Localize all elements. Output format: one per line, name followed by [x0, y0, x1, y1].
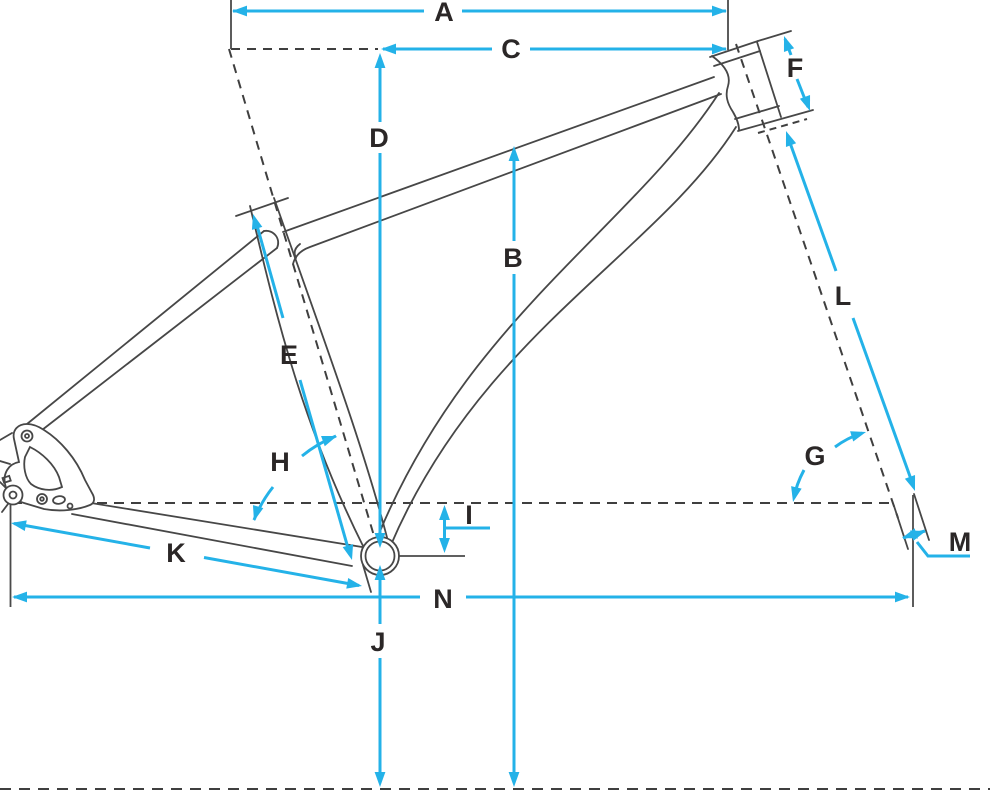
seat-tube-left-edge [249, 205, 365, 549]
seat-cluster-fillet [293, 243, 301, 259]
dropout-small-bolt [1, 474, 12, 484]
dim-e-arrow-bottom [342, 544, 354, 560]
fork-blade-tip [913, 493, 930, 541]
dim-h-arrow-bottom [252, 505, 264, 521]
dim-label-a: A [434, 0, 454, 27]
rear-axle-center [8, 490, 18, 500]
dropout-window [23, 445, 64, 491]
dim-i-arrow-top [439, 505, 450, 520]
dim-c-arrow-right [712, 43, 727, 55]
dim-g-arrow-bottom [791, 486, 802, 502]
dim-label-f: F [787, 53, 804, 83]
head-tube-top-extension [757, 30, 792, 42]
dim-j-arrow-top [374, 565, 386, 580]
seat-tube-cap [235, 197, 289, 217]
seat-tube-right-edge [273, 197, 390, 546]
dim-m-leader [915, 541, 970, 558]
dropout-edge-details [0, 432, 13, 513]
dim-m-arrow-right [910, 530, 926, 541]
seatstay-top-cap [263, 229, 280, 249]
dim-k-arrow-left [11, 520, 27, 531]
dim-label-i: I [465, 500, 473, 530]
dropout-bolt-top [20, 429, 34, 443]
dimension-lines [11, 5, 970, 787]
dim-a-arrow-right [712, 5, 727, 17]
dim-label-k: K [166, 538, 186, 568]
dim-e-line-lower [298, 379, 352, 556]
dim-k-line-right [203, 556, 360, 587]
head-tube-top-face [709, 40, 759, 58]
dim-b-arrow-top [508, 146, 520, 161]
dim-d-arrow-top [374, 53, 386, 68]
dim-n-arrow-left [12, 591, 27, 603]
reference-lines [0, 43, 990, 790]
dimension-labels: A B C D E F G H I J K L M N [166, 0, 971, 657]
chainstay-lower-edge [71, 513, 353, 567]
dim-f-arrow-bottom [799, 95, 811, 111]
dim-label-l: L [835, 281, 852, 311]
dim-g-arrow-top [850, 431, 866, 442]
dim-d-arrow-bottom [374, 533, 386, 548]
dropout-pin [66, 502, 74, 510]
head-tube-bottom-cup [737, 109, 814, 132]
dim-j-arrow-bottom [374, 772, 386, 787]
dim-k-arrow-right [346, 578, 362, 589]
seatstay-upper-edge [26, 230, 265, 425]
head-tube-right-edge [756, 41, 782, 118]
dim-l-line-upper [787, 139, 838, 272]
chainstay-upper-edge [84, 501, 363, 548]
head-tube-bottom-face [734, 105, 780, 120]
top-tube-upper-edge [282, 76, 715, 233]
dim-label-m: M [949, 527, 972, 557]
dim-f-arrow-top [783, 36, 795, 52]
head-tube-left-edge [711, 55, 740, 131]
dim-e-arrow-top [251, 214, 263, 230]
rear-dropout-plate [3, 423, 95, 512]
dropout-bolt-bottom [36, 493, 48, 505]
dim-b-arrow-bottom [508, 772, 520, 787]
dim-c-arrow-left [381, 43, 396, 55]
dim-label-h: H [270, 447, 290, 477]
seat-tube-extension [362, 564, 372, 593]
down-tube-upper-edge [375, 92, 720, 542]
steering-axis-dashed [735, 43, 899, 519]
dim-l-arrow-bottom [904, 475, 916, 491]
dim-label-d: D [369, 123, 389, 153]
fork-axis-solid-extension [893, 505, 909, 550]
dim-h-arrow-top [321, 436, 337, 447]
dim-l-arrow-top [785, 131, 797, 147]
dropout-bolt-top-center [24, 433, 30, 439]
dim-e-line-upper [254, 221, 285, 319]
seatstay-lower-edge [32, 247, 278, 438]
down-tube-lower-edge [389, 126, 737, 548]
top-tube-lower-edge [292, 93, 722, 265]
dim-label-e: E [280, 340, 298, 370]
rear-axle-hook [2, 484, 24, 506]
head-tube-top-cup [713, 50, 761, 67]
dim-k-line-left [13, 522, 151, 550]
dim-label-n: N [433, 584, 453, 614]
dim-n-arrow-right [895, 591, 910, 603]
frame-outline [0, 30, 930, 593]
dim-label-c: C [501, 34, 521, 64]
seat-tube-axis-dashed [228, 48, 381, 557]
dim-l-line-lower [851, 317, 914, 483]
dim-label-b: B [503, 243, 523, 273]
dim-label-g: G [804, 441, 825, 471]
dropout-bolt-bottom-center [39, 496, 45, 502]
dim-a-arrow-left [232, 5, 247, 17]
extension-lines [9, 0, 914, 607]
dim-label-j: J [370, 627, 385, 657]
dim-i-arrow-bottom [439, 538, 450, 553]
fork-crown-dashed [757, 118, 808, 134]
dropout-slot [52, 495, 66, 505]
